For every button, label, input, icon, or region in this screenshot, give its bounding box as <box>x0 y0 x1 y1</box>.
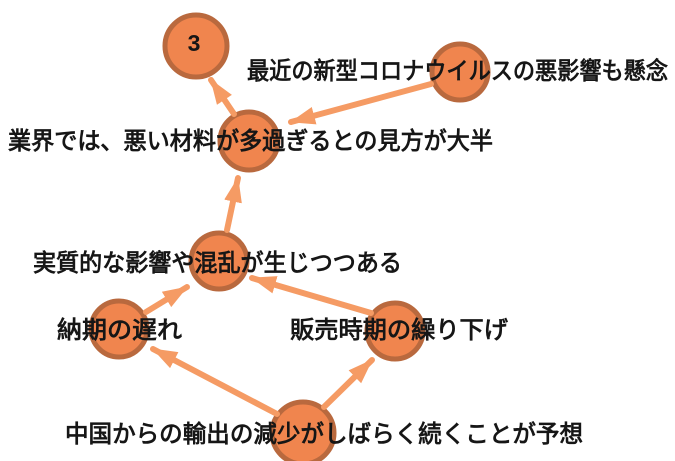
disruption-label: 実質的な影響や混乱が生じつつある <box>33 249 402 277</box>
edge-china-export-to-sales-postpone <box>321 357 375 410</box>
delivery-delay-label: 納期の遅れ <box>57 316 182 344</box>
node-delivery-delay <box>88 298 150 360</box>
edge-delivery-delay-to-disruption <box>143 284 190 315</box>
edge-bad-news-to-topic-3 <box>208 77 237 117</box>
china-export-label: 中国からの輸出の減少がしばらく続くことが予想 <box>65 420 583 448</box>
edge-corona-concern-to-bad-news <box>288 81 434 125</box>
edge-sales-postpone-to-disruption <box>249 275 374 316</box>
sales-postpone-label: 販売時期の繰り下げ <box>290 316 509 344</box>
edge-china-export-to-delivery-delay <box>150 346 280 417</box>
bad-news-label: 業界では、悪い材料が多過ぎるとの見方が大半 <box>8 127 493 155</box>
node-disruption <box>188 230 250 292</box>
node-label-topic-3: 3 <box>188 30 201 56</box>
node-china-export <box>269 399 337 461</box>
node-topic-3 <box>162 12 230 80</box>
edge-disruption-to-bad-news <box>224 175 242 233</box>
corona-concern-label: 最近の新型コロナウイルスの悪影響も懸念 <box>247 57 668 85</box>
node-corona-concern <box>429 41 491 103</box>
node-bad-news <box>217 109 281 173</box>
node-sales-postpone <box>364 300 426 362</box>
